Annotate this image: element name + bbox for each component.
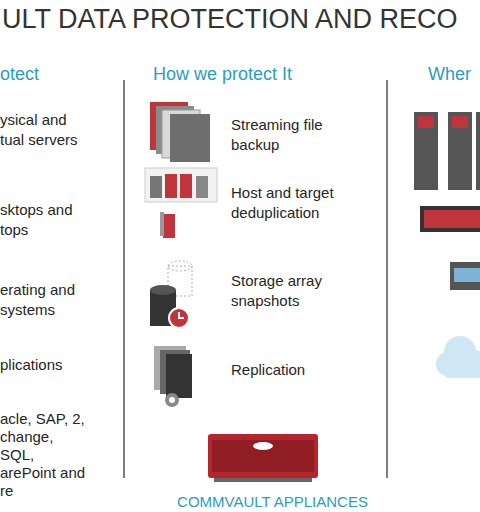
cloud-shape [446, 362, 480, 378]
server-box [170, 114, 210, 162]
item-text: ysical and tual servers [0, 110, 90, 150]
column-heading: Wher [428, 63, 471, 85]
icon-frame [145, 168, 217, 202]
appliance-caption: COMMVAULT APPLIANCES [150, 492, 395, 512]
clock-badge [169, 308, 189, 328]
gear-symbol [169, 397, 175, 403]
appliance-logo [253, 442, 273, 450]
server-box [180, 174, 192, 198]
tower-servers-icon [414, 112, 480, 190]
method-text: Streaming file backup [231, 115, 341, 155]
item-text: erating and systems [0, 280, 100, 320]
method-text: Storage array snapshots [231, 271, 341, 311]
server-box [165, 174, 177, 198]
rack-unit-icon [420, 206, 480, 232]
replication-icon [154, 346, 192, 407]
clock-hands [179, 312, 184, 318]
appliance-body [208, 434, 318, 478]
appliance-base [214, 478, 312, 482]
item-text: sktops and tops [0, 200, 90, 240]
server-box [160, 212, 164, 236]
method-text: Host and target deduplication [231, 183, 361, 223]
column-divider [123, 80, 125, 478]
slide-title: ULT DATA PROTECTION AND RECO [2, 4, 458, 34]
server-tower [414, 112, 438, 190]
item-text: plications [0, 355, 110, 375]
server-box [166, 354, 192, 398]
column-heading: otect [0, 63, 39, 85]
tape-body [450, 262, 480, 290]
appliance-icon [208, 434, 318, 482]
dedup-icon [145, 168, 217, 238]
cloud-icon [436, 336, 480, 378]
server-panel [418, 116, 434, 128]
tape-window [454, 268, 480, 282]
column-heading: How we protect It [153, 63, 292, 85]
tape-icon [450, 262, 480, 290]
server-tower [476, 112, 480, 190]
rack-front [424, 210, 480, 228]
appliance-front [212, 440, 314, 472]
rack-body [420, 206, 480, 232]
server-box [163, 214, 175, 238]
server-stack-icon [150, 102, 210, 162]
item-text: acle, SAP, 2, change, SQL, arePoint and … [0, 410, 88, 500]
server-tower [448, 112, 472, 190]
server-panel [452, 116, 468, 128]
method-text: Replication [231, 360, 341, 380]
disk-stack [150, 285, 176, 295]
server-box [150, 176, 162, 198]
snapshot-icon [150, 261, 192, 328]
server-box [196, 176, 208, 198]
gear-symbol [165, 393, 179, 407]
column-divider [386, 80, 388, 478]
